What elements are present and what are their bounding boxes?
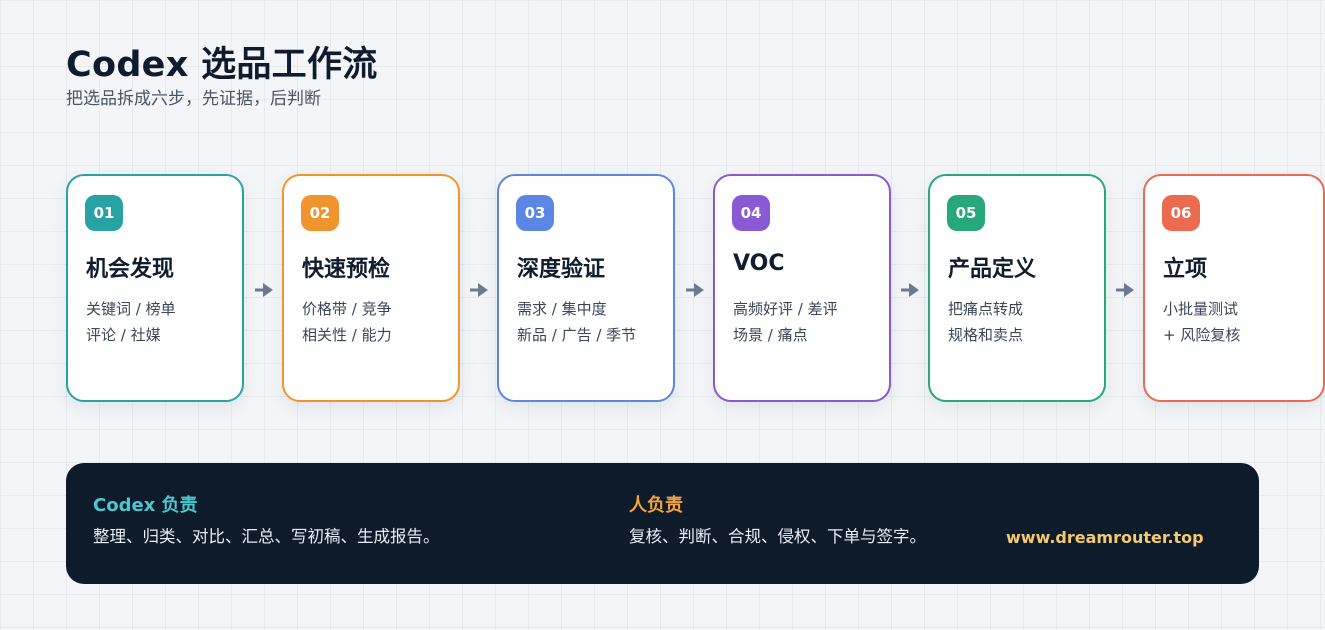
page-subtitle: 把选品拆成六步，先证据，后判断 [66, 89, 321, 109]
step-number-badge: 06 [1162, 195, 1200, 231]
step-desc-line: 新品 / 广告 / 季节 [517, 326, 637, 344]
step-title: 快速预检 [302, 257, 391, 282]
step-number-badge: 05 [947, 195, 985, 231]
step-card-5: 05 产品定义 把痛点转成 规格和卖点 [928, 174, 1106, 402]
step-card-6: 06 立项 小批量测试 + 风险复核 [1143, 174, 1325, 402]
arrow-right-icon [255, 283, 273, 297]
step-desc-line: 场景 / 痛点 [733, 326, 808, 344]
step-title: VOC [733, 251, 785, 276]
step-desc-line: 价格带 / 竞争 [302, 300, 392, 318]
page-title: Codex 选品工作流 [66, 45, 378, 85]
human-responsibility-title: 人负责 [629, 495, 683, 516]
step-card-3: 03 深度验证 需求 / 集中度 新品 / 广告 / 季节 [497, 174, 675, 402]
responsibility-panel: Codex 负责 整理、归类、对比、汇总、写初稿、生成报告。 人负责 复核、判断… [66, 463, 1259, 584]
step-number-badge: 04 [732, 195, 770, 231]
arrow-right-icon [686, 283, 704, 297]
step-description: 把痛点转成 规格和卖点 [948, 296, 1098, 348]
step-description: 高频好评 / 差评 场景 / 痛点 [733, 296, 883, 348]
arrow-right-icon [901, 283, 919, 297]
step-desc-line: + 风险复核 [1163, 326, 1241, 344]
step-description: 价格带 / 竞争 相关性 / 能力 [302, 296, 452, 348]
step-desc-line: 相关性 / 能力 [302, 326, 392, 344]
arrow-right-icon [1116, 283, 1134, 297]
arrow-right-icon [470, 283, 488, 297]
human-responsibility-text: 复核、判断、合规、侵权、下单与签字。 [629, 527, 926, 546]
step-desc-line: 规格和卖点 [948, 326, 1024, 344]
step-card-1: 01 机会发现 关键词 / 榜单 评论 / 社媒 [66, 174, 244, 402]
step-description: 关键词 / 榜单 评论 / 社媒 [86, 296, 236, 348]
codex-responsibility-text: 整理、归类、对比、汇总、写初稿、生成报告。 [93, 527, 440, 546]
step-description: 小批量测试 + 风险复核 [1163, 296, 1313, 348]
step-card-2: 02 快速预检 价格带 / 竞争 相关性 / 能力 [282, 174, 460, 402]
step-desc-line: 关键词 / 榜单 [86, 300, 176, 318]
step-desc-line: 需求 / 集中度 [517, 300, 607, 318]
step-number-badge: 01 [85, 195, 123, 231]
step-card-4: 04 VOC 高频好评 / 差评 场景 / 痛点 [713, 174, 891, 402]
step-desc-line: 把痛点转成 [948, 300, 1024, 318]
step-desc-line: 小批量测试 [1163, 300, 1239, 318]
step-title: 机会发现 [86, 257, 175, 282]
step-description: 需求 / 集中度 新品 / 广告 / 季节 [517, 296, 667, 348]
step-title: 深度验证 [517, 257, 606, 282]
website-link[interactable]: www.dreamrouter.top [1006, 528, 1204, 547]
step-number-badge: 03 [516, 195, 554, 231]
step-number-badge: 02 [301, 195, 339, 231]
step-desc-line: 高频好评 / 差评 [733, 300, 838, 318]
codex-responsibility-title: Codex 负责 [93, 495, 198, 516]
step-desc-line: 评论 / 社媒 [86, 326, 161, 344]
step-title: 产品定义 [948, 257, 1037, 282]
step-title: 立项 [1163, 257, 1208, 282]
